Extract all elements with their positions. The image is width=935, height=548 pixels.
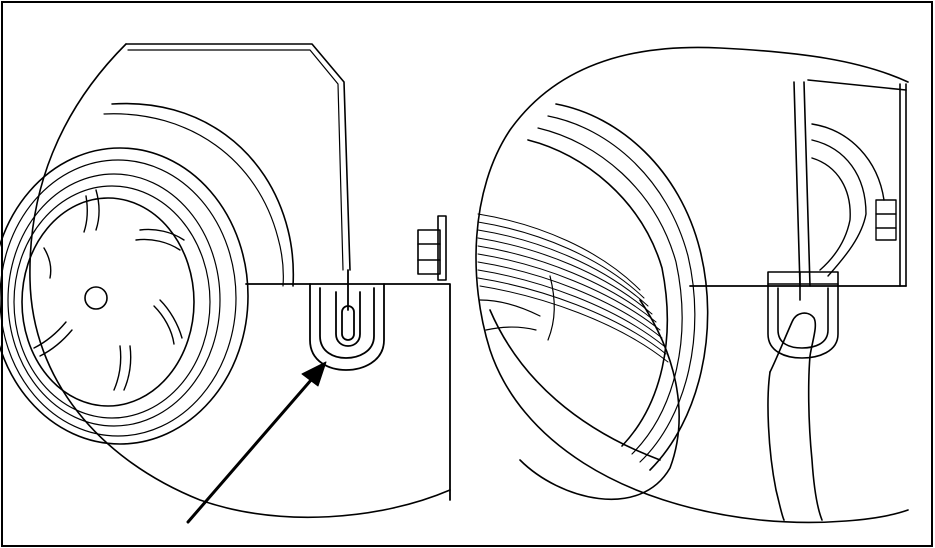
threaded-rings — [477, 213, 669, 363]
right-panel — [475, 46, 909, 524]
inlet-fan-blades — [479, 275, 555, 341]
bracket-clip — [767, 271, 839, 359]
hand — [767, 312, 823, 521]
left-view-boundary — [29, 43, 451, 519]
housing-top-flange — [125, 43, 351, 271]
right-hex-nut — [875, 199, 897, 241]
vertical-bracket-plate — [793, 79, 907, 287]
left-panel — [0, 43, 451, 524]
fan-hub — [84, 286, 108, 310]
housing-scroll-inner — [103, 113, 284, 287]
blower-inlet-rings — [0, 147, 249, 445]
right-view-boundary — [475, 46, 909, 524]
fan-blades — [33, 189, 185, 391]
housing-lower-plate — [245, 283, 451, 501]
housing-top-flange-inner — [127, 49, 344, 271]
curved-duct — [811, 123, 885, 277]
housing-scroll-outer — [111, 102, 295, 287]
inlet-outer-ring — [489, 299, 680, 500]
pointer-arrow — [186, 361, 327, 524]
u-bracket — [309, 269, 385, 371]
hex-nut — [417, 215, 447, 281]
inlet-cylinder — [527, 103, 709, 471]
